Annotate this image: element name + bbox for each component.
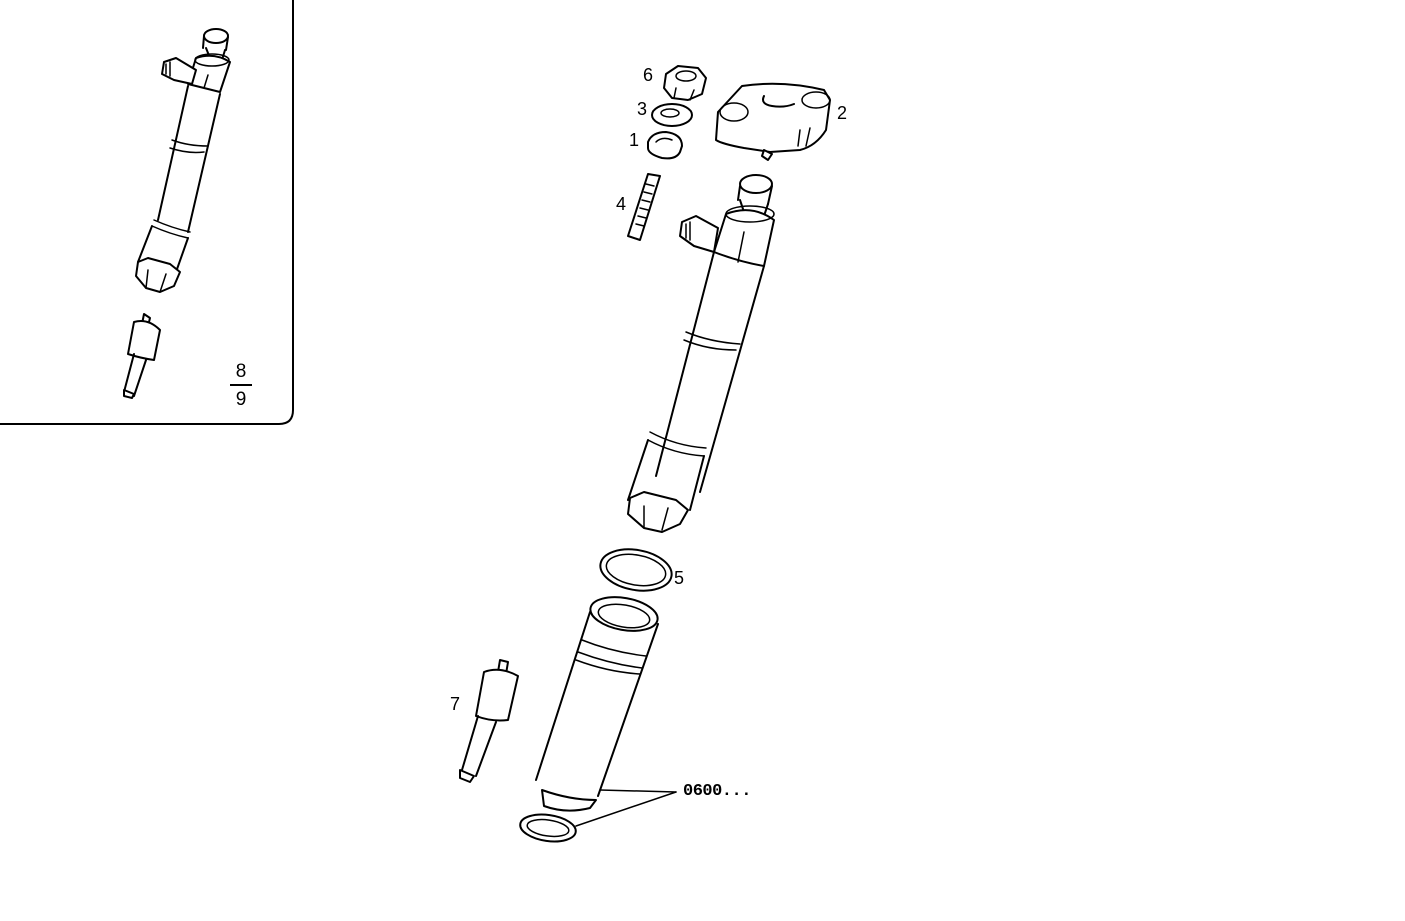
- callout-6: 6: [643, 65, 654, 85]
- part-1-sealing-washer: [647, 131, 683, 160]
- fraction-denominator: 9: [235, 389, 247, 410]
- callout-7: 7: [450, 694, 461, 714]
- fraction-numerator: 8: [235, 361, 247, 382]
- injector-sleeve: [535, 596, 659, 812]
- inset-fraction: 8 9: [230, 362, 252, 409]
- part-6-nut: [663, 65, 707, 101]
- callout-1: 1: [629, 130, 640, 150]
- inset-injector-body: [135, 28, 231, 293]
- inset-frame: [0, 0, 294, 425]
- part-3-washer: [651, 103, 693, 127]
- reference-number-label: 0600...: [683, 782, 751, 801]
- callout-2: 2: [837, 103, 848, 123]
- reference-leaders: [575, 789, 677, 827]
- part-7-nozzle: [459, 659, 519, 783]
- callout-3: 3: [637, 99, 648, 119]
- part-2-clamp-flange: [715, 82, 831, 161]
- fraction-bar: [230, 384, 252, 386]
- inset-nozzle: [123, 313, 161, 399]
- callout-4: 4: [616, 194, 627, 214]
- part-5-o-ring: [599, 548, 673, 592]
- callout-5: 5: [674, 568, 685, 588]
- main-injector-body: [627, 174, 775, 533]
- sleeve-o-ring: [519, 813, 577, 843]
- part-4-stud: [627, 173, 661, 241]
